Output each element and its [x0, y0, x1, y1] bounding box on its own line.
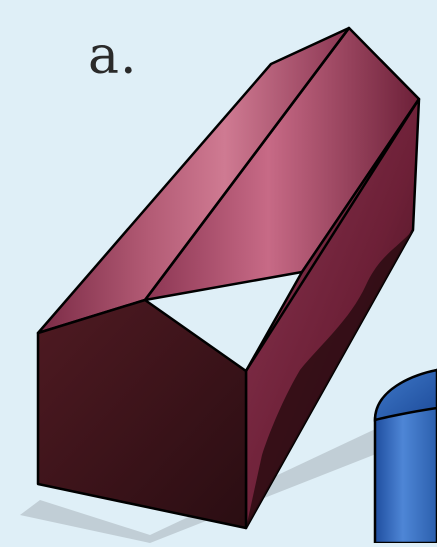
- cylinder-shape: [373, 368, 437, 545]
- prism-front-face: [36, 298, 248, 530]
- figure-label: a.: [88, 26, 138, 86]
- prism-top-ridge: [144, 27, 350, 301]
- prism-side-edge: [244, 98, 421, 372]
- prism-side-shadow: [246, 230, 413, 528]
